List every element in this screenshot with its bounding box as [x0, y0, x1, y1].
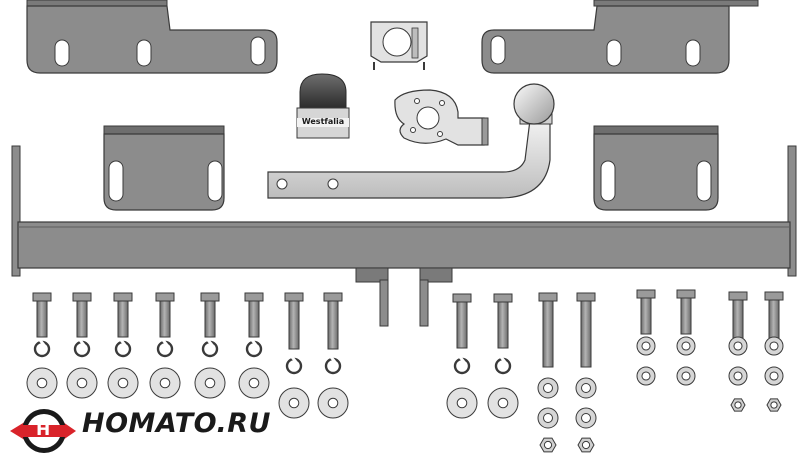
- bolt-head: [636, 289, 656, 299]
- flat-washer-hole: [36, 377, 48, 389]
- bolt-shank: [456, 301, 468, 349]
- bolt-shank: [288, 300, 300, 350]
- bolt-head: [244, 292, 264, 302]
- socket-cover-cap: [296, 73, 350, 139]
- bolt-shank: [497, 301, 509, 349]
- bolt-shank: [580, 300, 592, 368]
- bolt-shank: [76, 300, 88, 338]
- washer-split: [161, 339, 169, 346]
- small-washer-hole: [641, 371, 651, 381]
- bolt-shank: [542, 300, 554, 368]
- main-crossbar: [11, 145, 797, 327]
- bolt-shank: [680, 297, 692, 335]
- small-washer-hole: [769, 371, 779, 381]
- hex-nut-hole: [543, 440, 553, 450]
- washer-split: [499, 356, 507, 363]
- flat-washer-hole: [327, 397, 339, 409]
- bolt-head: [538, 292, 558, 302]
- flat-washer-hole: [117, 377, 129, 389]
- socket-cover-label: Westfalia: [301, 117, 345, 126]
- flat-washer-hole: [456, 397, 468, 409]
- bolt-shank: [327, 300, 339, 350]
- socket-mounting-plate: [394, 89, 489, 146]
- left-side-bracket: [103, 125, 225, 211]
- bolt-head: [452, 293, 472, 303]
- flat-washer-hole: [288, 397, 300, 409]
- bolt-head: [200, 292, 220, 302]
- bolt-shank: [204, 300, 216, 338]
- flat-washer-hole: [76, 377, 88, 389]
- bolt-head: [323, 292, 343, 302]
- bolt-head: [576, 292, 596, 302]
- bolt-shank: [159, 300, 171, 338]
- bolt-head: [493, 293, 513, 303]
- bolt-head: [676, 289, 696, 299]
- bolt-head: [728, 291, 748, 301]
- hardware-set: [26, 289, 784, 453]
- flat-washer-hole: [159, 377, 171, 389]
- bolt-head: [72, 292, 92, 302]
- bolt-shank: [117, 300, 129, 338]
- small-washer-hole: [581, 413, 591, 423]
- flat-washer-hole: [248, 377, 260, 389]
- bolt-shank: [768, 299, 780, 339]
- hex-nut-hole: [734, 401, 742, 409]
- small-washer-hole: [543, 383, 553, 393]
- logo-wordmark: HOMATO.RU: [82, 408, 271, 439]
- small-washer-hole: [543, 413, 553, 423]
- small-washer-hole: [733, 371, 743, 381]
- washer-split: [329, 356, 337, 363]
- flat-washer-hole: [204, 377, 216, 389]
- flat-washer-hole: [497, 397, 509, 409]
- bolt-head: [284, 292, 304, 302]
- tow-ball-arm: [267, 83, 555, 199]
- washer-split: [119, 339, 127, 346]
- top-right-bracket: [481, 0, 759, 74]
- bolt-shank: [36, 300, 48, 338]
- washer-split: [250, 339, 258, 346]
- washer-split: [458, 356, 466, 363]
- bolt-shank: [732, 299, 744, 339]
- washer-split: [206, 339, 214, 346]
- top-left-bracket: [26, 0, 278, 74]
- small-washer-hole: [769, 341, 779, 351]
- small-washer-hole: [641, 341, 651, 351]
- bolt-head: [113, 292, 133, 302]
- bolt-shank: [248, 300, 260, 338]
- bolt-head: [764, 291, 784, 301]
- small-washer-hole: [581, 383, 591, 393]
- bolt-head: [155, 292, 175, 302]
- socket-holder-bracket: [370, 21, 428, 70]
- small-washer-hole: [733, 341, 743, 351]
- logo-letter: H: [36, 420, 51, 440]
- right-side-bracket: [593, 125, 719, 211]
- bolt-shank: [640, 297, 652, 335]
- washer-split: [38, 339, 46, 346]
- small-washer-hole: [681, 341, 691, 351]
- hex-nut-hole: [770, 401, 778, 409]
- homato-logo-emblem: [10, 409, 76, 453]
- washer-split: [78, 339, 86, 346]
- hex-nut-hole: [581, 440, 591, 450]
- bolt-head: [32, 292, 52, 302]
- small-washer-hole: [681, 371, 691, 381]
- washer-split: [290, 356, 298, 363]
